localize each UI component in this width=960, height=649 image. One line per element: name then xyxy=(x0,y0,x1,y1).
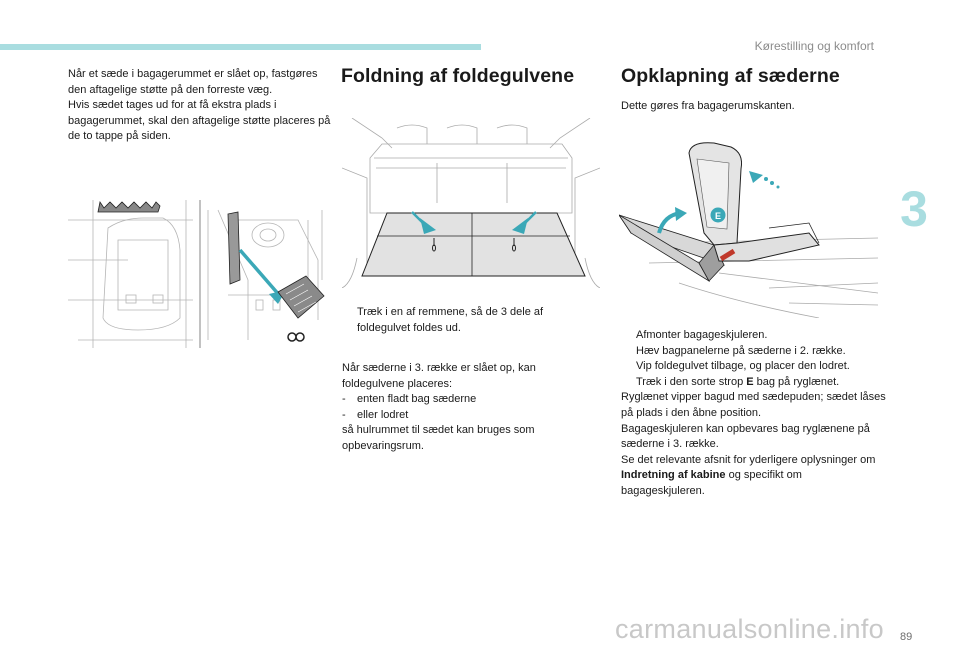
paragraph: Når sæderne i 3. række er slået op, kan … xyxy=(342,362,536,390)
fold-step: Træk i en af remmene, så de 3 dele af fo… xyxy=(342,305,592,336)
paragraph: Ryglænet vipper bagud med sædepuden; sæd… xyxy=(621,391,886,419)
watermark: carmanualsonline.info xyxy=(615,614,884,644)
fold-placement-text: Når sæderne i 3. række er slået op, kan … xyxy=(342,361,592,455)
label-e: E xyxy=(715,211,721,221)
clip-icon xyxy=(287,332,305,342)
list-item: -eller lodret xyxy=(342,408,409,421)
unfold-intro: Dette gøres fra bagagerumskanten. xyxy=(621,100,795,112)
support-piece-icon xyxy=(277,275,325,319)
list-item: -enten fladt bag sæderne xyxy=(342,393,477,406)
seat-unfold-illustration: E xyxy=(619,142,878,318)
paragraph: Hvis sædet tages ud for at få ekstra pla… xyxy=(68,99,331,143)
paragraph: Når et sæde i bagagerummet er slået op, … xyxy=(68,68,318,96)
heading-unfold-seats: Opklapning af sæderne xyxy=(621,65,840,87)
page-number: 89 xyxy=(900,631,913,643)
chapter-accent-bar xyxy=(0,44,481,50)
list-item: Træk i den sorte strop E bag på ryglænet… xyxy=(636,375,840,388)
list-item: Træk i en af remmene, så de 3 dele af fo… xyxy=(357,306,544,334)
paragraph: Se det relevante afsnit for yderligere o… xyxy=(621,453,876,497)
list-item: Vip foldegulvet tilbage, og placer den l… xyxy=(636,360,850,373)
cross-reference: Indretning af kabine xyxy=(621,469,726,482)
heading-fold-floors: Foldning af foldegulvene xyxy=(341,65,575,87)
strap-right-icon xyxy=(512,238,516,252)
support-instructions: Når et sæde i bagagerummet er slået op, … xyxy=(68,67,333,145)
chapter-number: 3 xyxy=(900,181,928,237)
list-item: Hæv bagpanelerne på sæderne i 2. række. xyxy=(636,344,846,357)
folding-floor-illustration xyxy=(342,118,600,288)
chapter-title: Kørestilling og komfort xyxy=(754,39,874,53)
list-item: Afmonter bagageskjuleren. xyxy=(636,329,768,341)
paragraph: Bagageskjuleren kan opbevares bag ryglæn… xyxy=(621,422,870,451)
strap-left-icon xyxy=(432,238,436,252)
support-illustration xyxy=(68,200,325,348)
paragraph: så hulrummet til sædet kan bruges som op… xyxy=(342,424,535,452)
support-bar-icon xyxy=(97,200,161,213)
unfold-steps: Afmonter bagageskjuleren. Hæv bagpaneler… xyxy=(621,328,886,500)
